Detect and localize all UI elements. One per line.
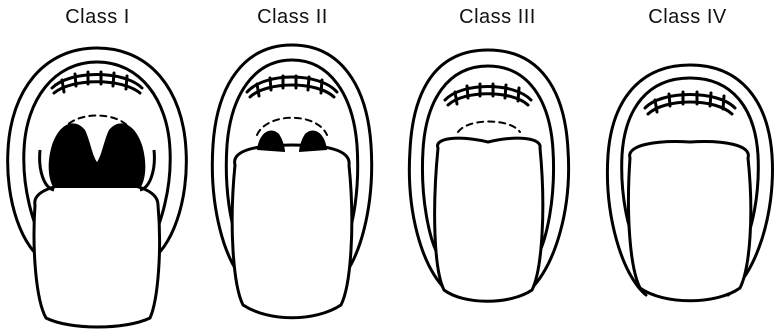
mouth-class-1-illustration xyxy=(0,0,195,330)
panel-class-3: Class III xyxy=(400,0,595,330)
panel-class-2: Class II xyxy=(195,0,390,330)
mouth-class-4-illustration xyxy=(590,0,782,330)
mouth-class-3-illustration xyxy=(400,0,595,330)
panel-class-1: Class I xyxy=(0,0,195,330)
mouth-class-2-illustration xyxy=(195,0,390,330)
panel-class-4: Class IV xyxy=(590,0,782,330)
